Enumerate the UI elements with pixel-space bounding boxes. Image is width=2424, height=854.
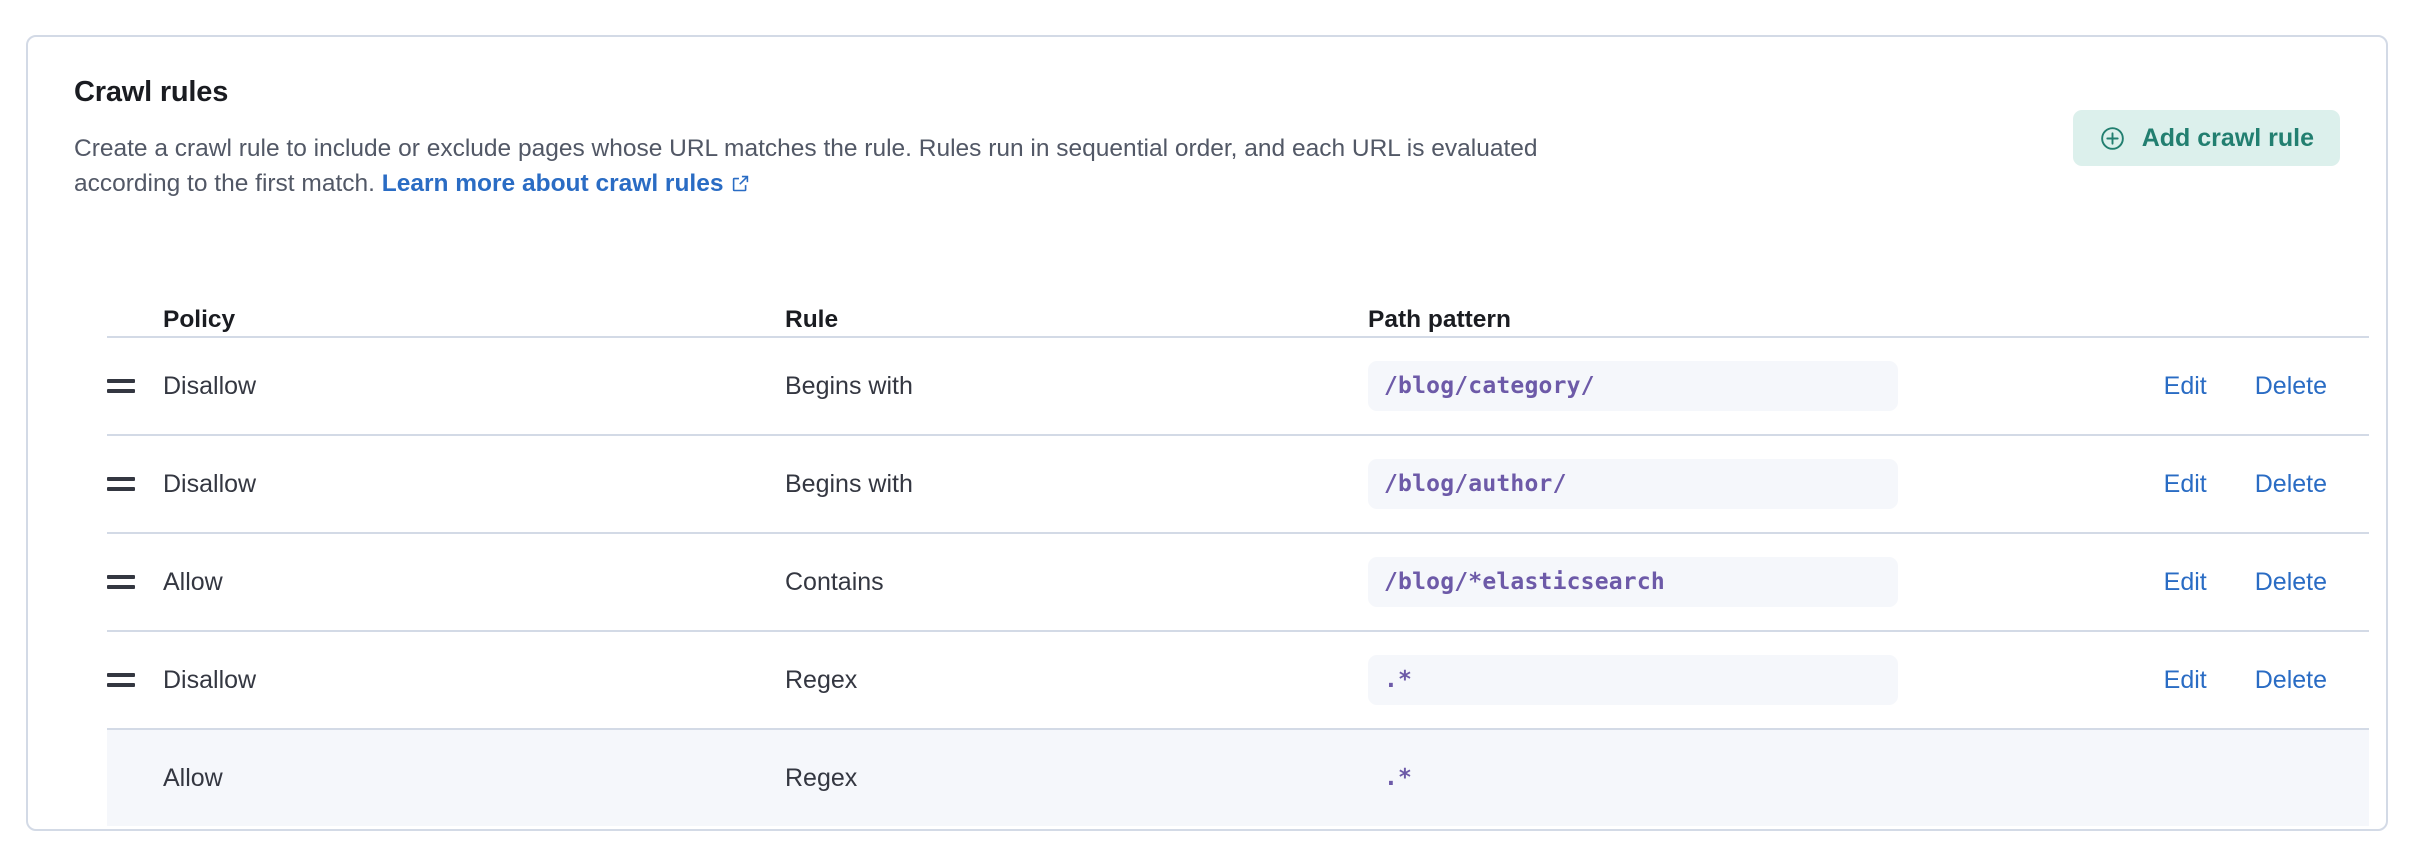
cell-actions: Edit Delete [2029, 666, 2369, 695]
cell-policy: Allow [163, 567, 223, 596]
cell-policy: Disallow [163, 469, 257, 498]
row-handle-cell [107, 673, 163, 687]
edit-link[interactable]: Edit [2163, 371, 2207, 400]
card-description: Create a crawl rule to include or exclud… [74, 132, 1544, 202]
row-handle-cell [107, 575, 163, 589]
cell-policy: Allow [163, 763, 223, 792]
learn-more-link-label: Learn more about crawl rules [381, 169, 724, 197]
cell-rule: Begins with [785, 371, 913, 400]
edit-link[interactable]: Edit [2163, 469, 2207, 498]
cell-path-pattern: .* [1368, 753, 2029, 804]
cell-policy: Disallow [163, 371, 257, 400]
table-row: Disallow Begins with /blog/category/ Edi… [107, 338, 2369, 436]
cell-actions: Edit Delete [2029, 470, 2369, 499]
delete-link[interactable]: Delete [2254, 371, 2327, 400]
cell-path-pattern: /blog/author/ [1368, 458, 2029, 510]
drag-handle-icon[interactable] [107, 575, 135, 589]
column-header-rule: Rule [785, 305, 839, 333]
plus-in-circle-icon [2099, 125, 2126, 152]
cell-rule: Contains [785, 567, 884, 596]
table-row: Allow Contains /blog/*elasticsearch Edit… [107, 534, 2369, 632]
cell-rule: Regex [785, 665, 858, 694]
cell-path-pattern: /blog/*elasticsearch [1368, 556, 2029, 608]
cell-path-pattern: /blog/category/ [1368, 360, 2029, 412]
edit-link[interactable]: Edit [2163, 665, 2207, 694]
column-header-path-pattern: Path pattern [1368, 305, 1511, 333]
cell-rule: Regex [785, 763, 858, 792]
drag-handle-icon[interactable] [107, 477, 135, 491]
delete-link[interactable]: Delete [2254, 665, 2327, 694]
drag-handle-icon[interactable] [107, 379, 135, 393]
row-handle-cell [107, 379, 163, 393]
table-row-default-rule: Allow Regex .* [107, 730, 2369, 826]
column-header-policy: Policy [163, 305, 236, 333]
external-link-icon [731, 174, 750, 193]
page-title: Crawl rules [74, 76, 229, 108]
table-row: Disallow Regex .* Edit Delete [107, 632, 2369, 730]
delete-link[interactable]: Delete [2254, 469, 2327, 498]
delete-link[interactable]: Delete [2254, 567, 2327, 596]
cell-policy: Disallow [163, 665, 257, 694]
learn-more-link[interactable]: Learn more about crawl rules [382, 170, 724, 197]
table-header-row: Policy Rule Path pattern [107, 290, 2369, 338]
cell-path-pattern: .* [1368, 654, 2029, 706]
cell-actions: Edit Delete [2029, 568, 2369, 597]
crawl-rules-card: Crawl rules Create a crawl rule to inclu… [26, 35, 2388, 831]
cell-rule: Begins with [785, 469, 913, 498]
add-crawl-rule-label: Add crawl rule [2141, 123, 2314, 152]
crawl-rules-table: Policy Rule Path pattern Disallow Begins… [107, 290, 2369, 826]
path-pattern-code: /blog/*elasticsearch [1368, 556, 1898, 608]
cell-actions: Edit Delete [2029, 372, 2369, 401]
path-pattern-code: /blog/author/ [1368, 458, 1898, 510]
add-crawl-rule-button[interactable]: Add crawl rule [2072, 110, 2340, 166]
path-pattern-code: .* [1384, 764, 1413, 791]
table-row: Disallow Begins with /blog/author/ Edit … [107, 436, 2369, 534]
edit-link[interactable]: Edit [2163, 567, 2207, 596]
path-pattern-code: .* [1368, 654, 1898, 706]
drag-handle-icon[interactable] [107, 673, 135, 687]
row-handle-cell [107, 477, 163, 491]
path-pattern-code: /blog/category/ [1368, 360, 1898, 412]
card-description-text: Create a crawl rule to include or exclud… [74, 134, 1538, 197]
